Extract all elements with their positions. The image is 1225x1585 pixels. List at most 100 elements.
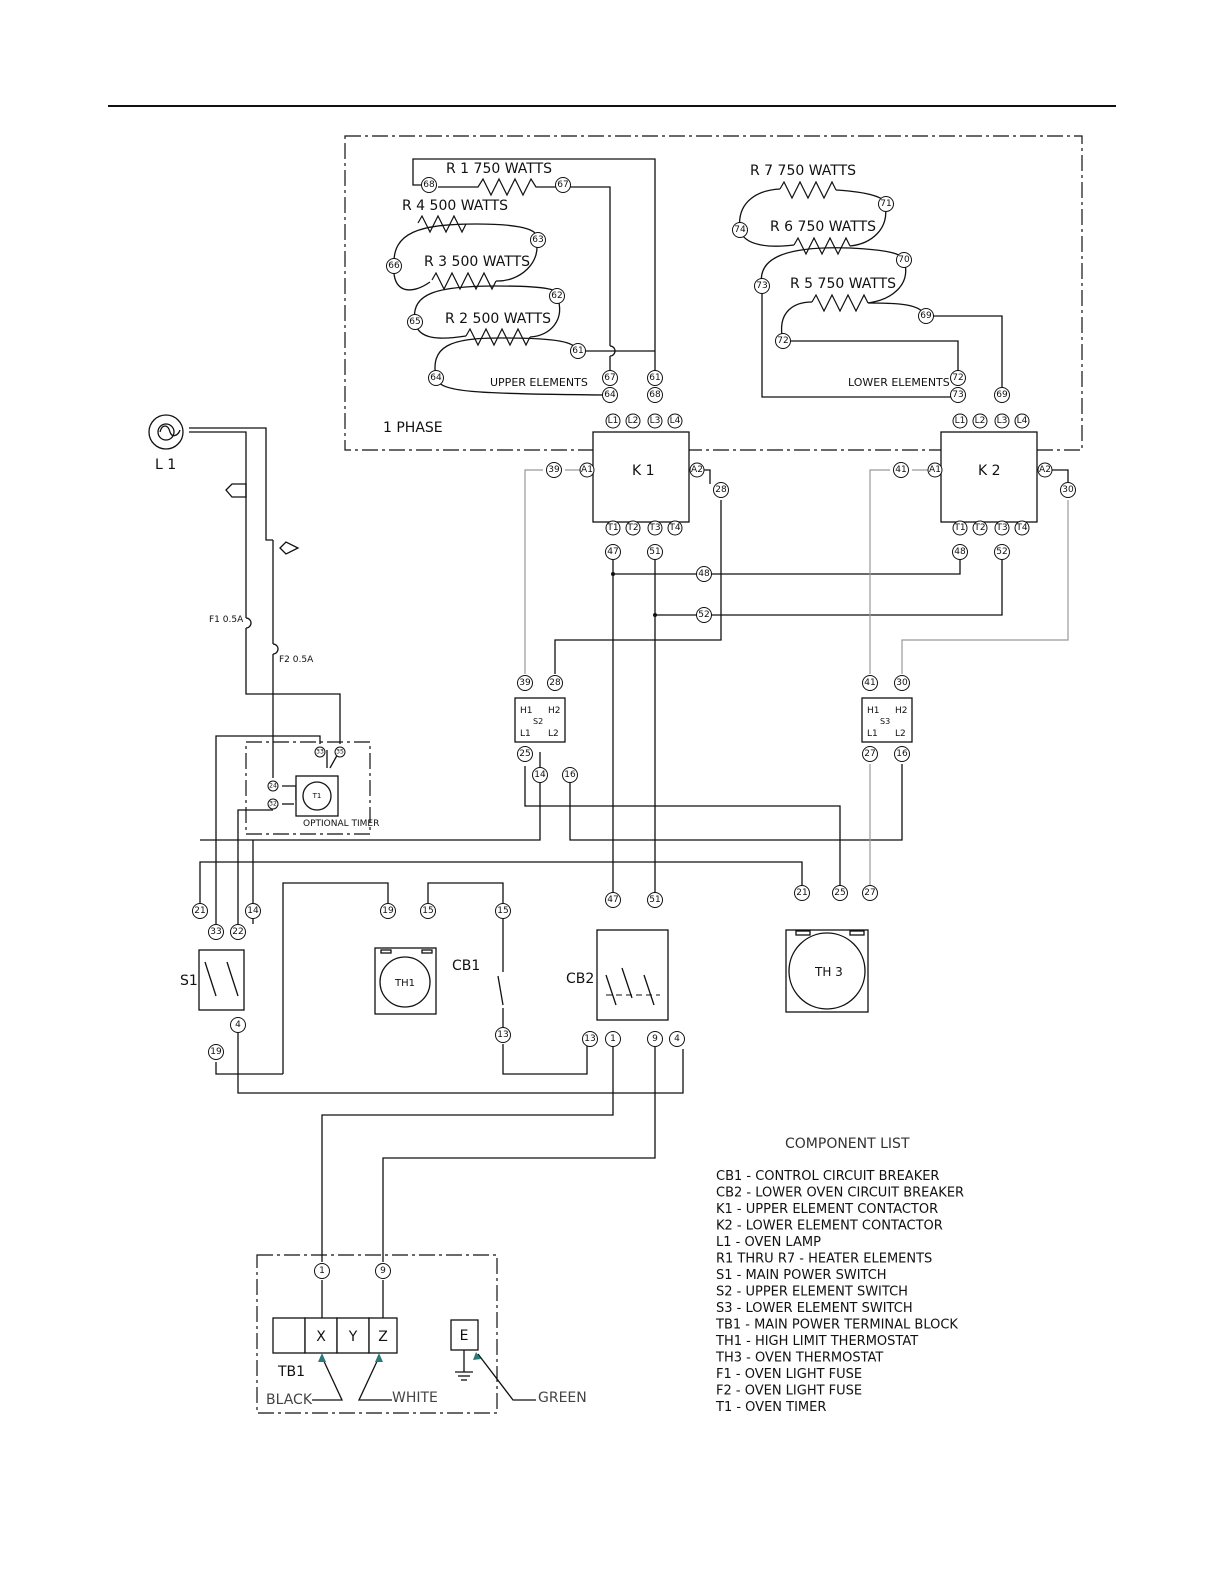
- wire-number: 4: [674, 1034, 680, 1044]
- wire-terminal: [832, 885, 848, 901]
- wire-terminal: [421, 177, 437, 193]
- wire-number: 67: [557, 180, 568, 190]
- fuse-f2-label: F2 0.5A: [279, 655, 314, 665]
- wire-terminal: [605, 544, 621, 560]
- component-list-item: R1 THRU R7 - HEATER ELEMENTS: [716, 1252, 932, 1267]
- wire-number: 19: [382, 906, 394, 916]
- svg-text:L1: L1: [955, 416, 966, 426]
- wire-number: 4: [235, 1020, 241, 1030]
- wire-number: 16: [564, 770, 576, 780]
- component-list-item: CB2 - LOWER OVEN CIRCUIT BREAKER: [716, 1186, 964, 1201]
- wire-terminal: [208, 1044, 224, 1060]
- tb1-label: TB1: [277, 1364, 305, 1380]
- wire-number: 22: [232, 927, 243, 937]
- svg-text:L1: L1: [867, 729, 878, 739]
- tb1-y-label: Y: [348, 1329, 358, 1345]
- wire-number: 28: [549, 678, 561, 688]
- wire-number: 24: [269, 783, 277, 790]
- s1-label: S1: [180, 973, 198, 989]
- wire-terminal: [230, 1017, 246, 1033]
- wire-number: 28: [715, 485, 727, 495]
- lamp-connector-2: [279, 541, 300, 555]
- svg-text:L3: L3: [997, 416, 1008, 426]
- timer-label: OPTIONAL TIMER: [303, 819, 379, 829]
- svg-text:L1: L1: [608, 416, 619, 426]
- wire-terminal: [647, 892, 663, 908]
- wire-terminal: [208, 924, 224, 940]
- wire-terminal: [713, 482, 729, 498]
- wire-terminal: [952, 544, 968, 560]
- wire-terminal: [647, 544, 663, 560]
- wire-number: 16: [896, 749, 908, 759]
- wire-number: 39: [548, 465, 560, 475]
- wire-number: 64: [604, 390, 616, 400]
- high-limit-thermostat: TH1: [374, 947, 437, 1015]
- heater-label-r3: R 3 500 WATTS: [424, 254, 530, 270]
- upper-elements-label: UPPER ELEMENTS: [490, 376, 588, 389]
- svg-text:H1: H1: [867, 706, 880, 716]
- wire-number: 48: [954, 547, 966, 557]
- optional-timer: T1 OPTIONAL TIMER: [245, 741, 379, 835]
- tb1-x-label: X: [316, 1329, 326, 1345]
- svg-text:L2: L2: [548, 729, 559, 739]
- upper-elements: R 1 750 WATTS R 4 500 WATTS R 3 500 WATT…: [393, 158, 656, 396]
- wire-terminal: [605, 1031, 621, 1047]
- heater-label-r2: R 2 500 WATTS: [445, 311, 551, 327]
- wire-terminal: [862, 885, 878, 901]
- wire-terminal: [547, 675, 563, 691]
- th3-label: TH 3: [814, 965, 843, 979]
- k1-pins: L1 L2 L3 L4 T1 T2 T3 T4 A1 A2: [579, 413, 705, 536]
- svg-text:T4: T4: [1015, 523, 1027, 533]
- cb1-label: CB1: [452, 958, 480, 974]
- svg-text:T1: T1: [953, 523, 965, 533]
- main-switch-s1: S1: [180, 949, 245, 1011]
- wire-number: 68: [649, 390, 661, 400]
- svg-text:L1: L1: [520, 729, 531, 739]
- component-list-item: F1 - OVEN LIGHT FUSE: [716, 1367, 862, 1382]
- wire-number: 21: [194, 906, 205, 916]
- wire-terminal: [894, 746, 910, 762]
- wire-terminal: [517, 675, 533, 691]
- heater-label-r1: R 1 750 WATTS: [446, 161, 552, 177]
- svg-text:L4: L4: [1017, 416, 1028, 426]
- svg-text:T3: T3: [995, 523, 1007, 533]
- wire-terminal: [380, 903, 396, 919]
- svg-text:L2: L2: [895, 729, 906, 739]
- switch-s2: H1 H2 S2 L1 L2: [514, 697, 566, 743]
- wire-terminal: [334, 746, 346, 758]
- wire-terminal: [267, 780, 279, 792]
- wire-terminal: [732, 222, 748, 238]
- terminal-block-tb1: X Y Z E TB1 BLACK WHITE GREEN: [256, 1254, 587, 1414]
- phase-label: 1 PHASE: [383, 420, 443, 436]
- wire-number: 51: [649, 895, 660, 905]
- wire-terminal: [495, 903, 511, 919]
- heater-label-r5: R 5 750 WATTS: [790, 276, 896, 292]
- wire-terminal: [669, 1031, 685, 1047]
- component-list-item: S2 - UPPER ELEMENT SWITCH: [716, 1285, 908, 1300]
- component-list-item: L1 - OVEN LAMP: [716, 1235, 821, 1250]
- wire-terminal: [862, 746, 878, 762]
- wire-number: 66: [388, 261, 400, 271]
- wire-terminal: [582, 1031, 598, 1047]
- wire-terminal: [267, 798, 279, 810]
- svg-text:A2: A2: [1039, 465, 1051, 475]
- svg-text:A1: A1: [581, 465, 593, 475]
- svg-text:L4: L4: [670, 416, 681, 426]
- wire-terminal: [754, 278, 770, 294]
- svg-text:L2: L2: [628, 416, 639, 426]
- wire-number: 33: [210, 927, 221, 937]
- svg-text:T3: T3: [648, 523, 660, 533]
- wire-terminal: [420, 903, 436, 919]
- wire-number: 25: [834, 888, 845, 898]
- wire-number: 21: [796, 888, 807, 898]
- heater-label-r4: R 4 500 WATTS: [402, 198, 508, 214]
- wire-number: 52: [698, 610, 709, 620]
- wire-number: 13: [584, 1034, 595, 1044]
- switch-s3: H1 H2 S3 L1 L2: [861, 697, 913, 743]
- s2-label: S2: [533, 717, 543, 726]
- wire-terminal: [950, 370, 966, 386]
- wire-terminal: [918, 308, 934, 324]
- cb2-label: CB2: [566, 971, 594, 987]
- wire-number: 15: [497, 906, 508, 916]
